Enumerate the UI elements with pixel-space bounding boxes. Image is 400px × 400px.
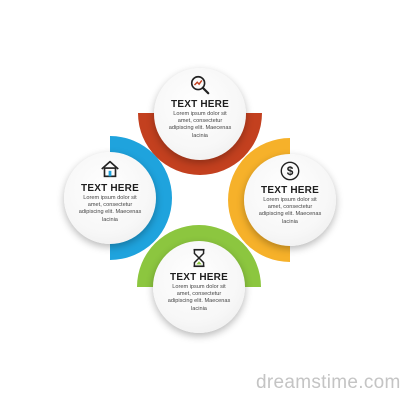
node-right-title: TEXT HERE (261, 185, 319, 196)
hourglass-icon (193, 248, 205, 268)
house-icon (101, 160, 119, 178)
arc-bottom (137, 225, 261, 287)
node-bottom-body: Lorem ipsum dolor sit amet, consectetur … (167, 284, 231, 312)
arc-left (110, 136, 172, 260)
node-right-body: Lorem ipsum dolor sit amet, consectetur … (258, 197, 322, 225)
node-top-title: TEXT HERE (171, 99, 229, 110)
search-chart-icon (190, 75, 210, 95)
node-top: TEXT HERE Lorem ipsum dolor sit amet, co… (154, 68, 246, 160)
watermark: dreamstime.com (256, 372, 400, 393)
arc-top (138, 113, 262, 175)
node-left: TEXT HERE Lorem ipsum dolor sit amet, co… (64, 152, 156, 244)
node-left-body: Lorem ipsum dolor sit amet, consectetur … (78, 195, 142, 223)
svg-text:$: $ (287, 164, 294, 178)
node-top-body: Lorem ipsum dolor sit amet, consectetur … (168, 111, 232, 139)
dollar-icon: $ (280, 161, 300, 181)
node-left-title: TEXT HERE (81, 183, 139, 194)
node-bottom: TEXT HERE Lorem ipsum dolor sit amet, co… (153, 241, 245, 333)
node-bottom-title: TEXT HERE (170, 272, 228, 283)
arc-right (228, 138, 290, 262)
node-right: $ TEXT HERE Lorem ipsum dolor sit amet, … (244, 154, 336, 246)
